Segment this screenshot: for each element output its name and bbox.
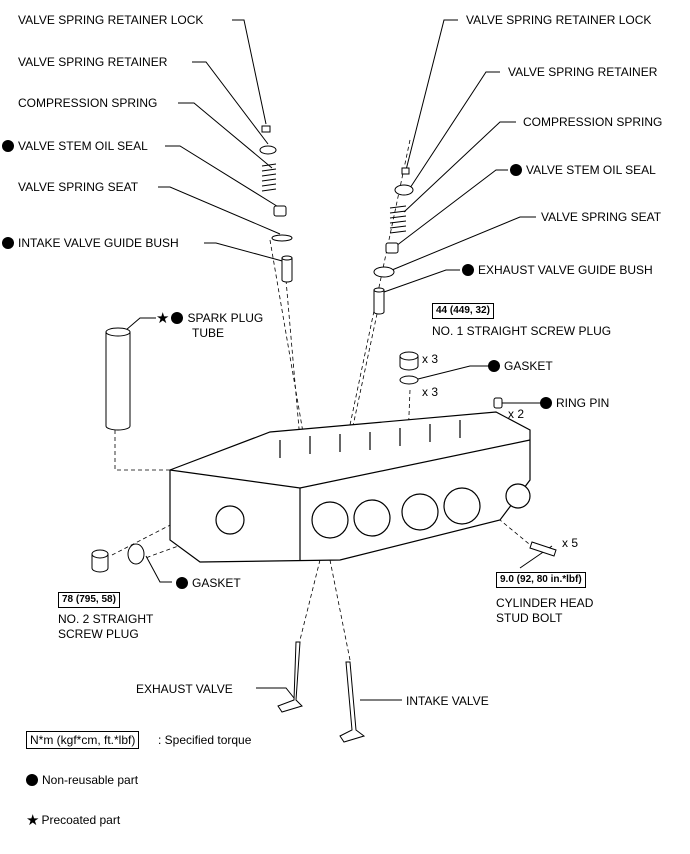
- label-spark-plug-tube-line2: TUBE: [192, 326, 225, 340]
- label-intake-valve: INTAKE VALVE: [406, 694, 489, 708]
- precoated-star-icon: ★: [26, 812, 40, 829]
- label-right-spring-seat: VALVE SPRING SEAT: [541, 210, 662, 224]
- precoated-star-icon: ★: [156, 310, 170, 327]
- label-no2-plug: NO. 2 STRAIGHT: [58, 612, 154, 626]
- qty-stud-bolt: x 5: [562, 536, 579, 550]
- spark-plug-tube-part: [105, 327, 131, 431]
- nonreusable-icon: [2, 237, 14, 249]
- intake-valve-part: [339, 661, 366, 743]
- exhaust-valve-part: [277, 641, 303, 713]
- label-left-retainer-lock: VALVE SPRING RETAINER LOCK: [18, 13, 204, 27]
- nonreusable-icon: [26, 774, 38, 786]
- nonreusable-icon: [171, 312, 184, 324]
- label-gasket-left: GASKET: [176, 576, 241, 590]
- label-stud-bolt-line2: STUD BOLT: [496, 611, 563, 625]
- label-left-compression-spring: COMPRESSION SPRING: [18, 96, 158, 110]
- label-exhaust-valve: EXHAUST VALVE: [136, 682, 233, 696]
- torque-no2-plug: 78 (795, 58): [58, 592, 120, 608]
- label-right-retainer-lock: VALVE SPRING RETAINER LOCK: [466, 13, 652, 27]
- label-no1-plug: NO. 1 STRAIGHT SCREW PLUG: [432, 324, 612, 338]
- label-left-spring-seat: VALVE SPRING SEAT: [18, 180, 139, 194]
- torque-no1-plug: 44 (449, 32): [432, 303, 494, 319]
- label-ring-pin: RING PIN: [540, 396, 609, 410]
- label-right-oil-seal: VALVE STEM OIL SEAL: [510, 163, 656, 177]
- label-left-oil-seal: VALVE STEM OIL SEAL: [2, 139, 148, 153]
- label-gasket-right: GASKET: [488, 359, 553, 373]
- legend-torque-box: N*m (kgf*cm, ft.*lbf): [26, 731, 140, 749]
- label-intake-guide-bush: INTAKE VALVE GUIDE BUSH: [2, 236, 179, 250]
- torque-stud-bolt: 9.0 (92, 80 in.*lbf): [496, 572, 586, 588]
- label-exhaust-guide-bush: EXHAUST VALVE GUIDE BUSH: [462, 263, 653, 277]
- legend-nonreusable: Non-reusable part: [26, 773, 138, 787]
- nonreusable-icon: [510, 164, 522, 176]
- label-no2-plug-line2: SCREW PLUG: [58, 627, 139, 641]
- nonreusable-icon: [488, 360, 500, 372]
- leader-l-retainer-lock: [232, 19, 267, 125]
- label-stud-bolt: CYLINDER HEAD: [496, 596, 594, 610]
- qty-plug: x 3: [422, 352, 439, 366]
- label-right-retainer: VALVE SPRING RETAINER: [508, 65, 658, 79]
- nonreusable-icon: [540, 397, 552, 409]
- leader-l-retainer: [192, 61, 269, 145]
- legend-precoated: ★Precoated part: [26, 812, 121, 829]
- label-spark-plug-tube: ★SPARK PLUG: [156, 310, 264, 327]
- qty-ring-pin: x 2: [508, 407, 525, 421]
- nonreusable-icon: [176, 577, 188, 589]
- legend-torque-desc: : Specified torque: [158, 733, 252, 747]
- cylinder-head-part: [169, 411, 531, 563]
- label-right-compression-spring: COMPRESSION SPRING: [523, 115, 663, 129]
- nonreusable-icon: [462, 264, 474, 276]
- label-left-retainer: VALVE SPRING RETAINER: [18, 55, 168, 69]
- nonreusable-icon: [2, 140, 14, 152]
- qty-gasket: x 3: [422, 385, 439, 399]
